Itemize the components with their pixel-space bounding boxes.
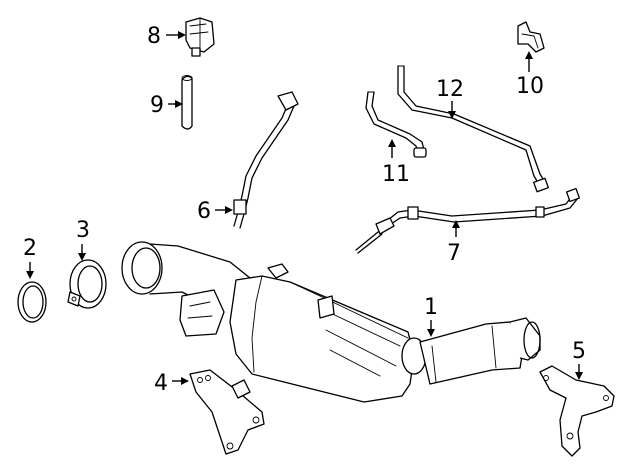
svg-text:11: 11	[382, 162, 410, 187]
svg-text:12: 12	[436, 77, 464, 102]
callout-8: 8	[147, 24, 186, 49]
part-11-tube	[365, 91, 427, 158]
callout-5: 5	[572, 339, 586, 380]
callout-7: 7	[447, 220, 461, 266]
svg-text:2: 2	[23, 236, 37, 261]
callout-1: 1	[424, 295, 438, 337]
callout-11: 11	[382, 139, 410, 187]
part-1-dpf-assembly	[121, 241, 541, 403]
callout-9: 9	[150, 93, 183, 118]
svg-text:8: 8	[147, 24, 161, 49]
svg-text:4: 4	[154, 371, 168, 396]
callout-6: 6	[197, 199, 233, 224]
part-8-sensor	[185, 17, 215, 57]
svg-text:9: 9	[150, 93, 164, 118]
svg-text:6: 6	[197, 199, 211, 224]
callout-10: 10	[516, 51, 544, 99]
part-4-bracket	[189, 369, 265, 455]
callout-4: 4	[154, 371, 189, 396]
callout-12: 12	[436, 77, 464, 119]
svg-text:5: 5	[572, 339, 586, 364]
svg-text:10: 10	[516, 74, 544, 99]
svg-text:7: 7	[447, 241, 461, 266]
svg-text:3: 3	[76, 218, 90, 243]
part-10-bracket	[517, 21, 545, 53]
svg-text:1: 1	[424, 295, 438, 320]
callout-2: 2	[23, 236, 37, 279]
part-9-hose	[181, 75, 193, 130]
part-7-sensor-cable	[355, 187, 581, 254]
callout-3: 3	[76, 218, 90, 261]
part-6-sensor-line	[233, 91, 299, 229]
part-5-bracket	[539, 365, 615, 457]
part-2-gasket	[17, 281, 47, 323]
part-3-clamp	[67, 259, 107, 309]
